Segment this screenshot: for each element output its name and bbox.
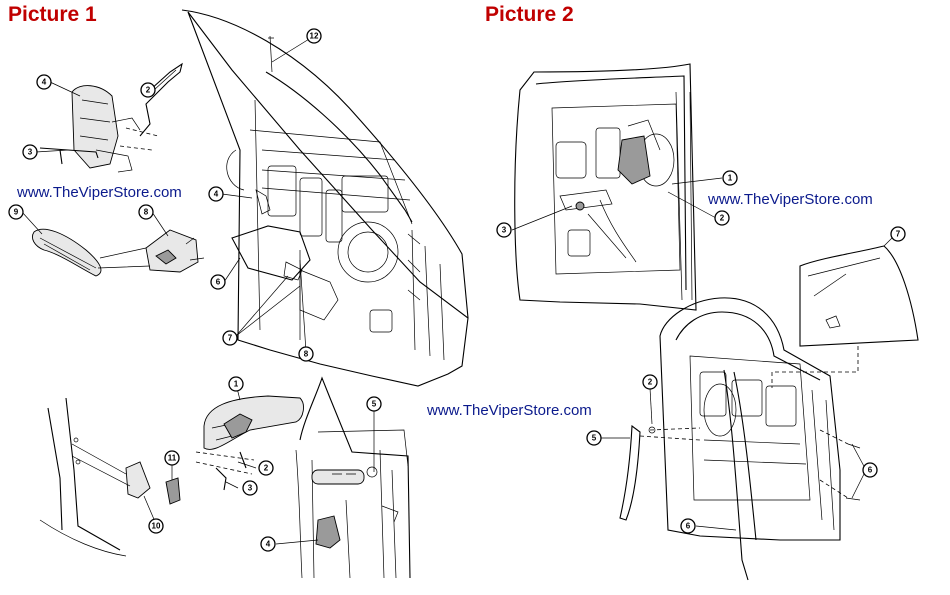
- door-frame-drawing: [619, 297, 861, 581]
- callout-label: 9: [14, 208, 19, 217]
- callout-4-latch: 4: [36, 74, 52, 90]
- callout-9: 9: [8, 204, 24, 220]
- callout-8-handle: 8: [138, 204, 154, 220]
- callout-label: 1: [234, 380, 239, 389]
- callout-label: 2: [648, 378, 653, 387]
- callout-label: 5: [372, 400, 377, 409]
- watermark-picture-2-top: www.TheViperStore.com: [708, 191, 873, 208]
- callout-1-regulator: 1: [722, 170, 738, 186]
- callout-4-exterior: 4: [260, 536, 276, 552]
- callout-3-regulator: 3: [496, 222, 512, 238]
- callout-label: 4: [214, 190, 219, 199]
- callout-6: 6: [210, 274, 226, 290]
- callout-3-exterior: 3: [242, 480, 258, 496]
- exterior-handle-drawing: [195, 395, 304, 491]
- callout-7: 7: [222, 330, 238, 346]
- callout-label: 6: [686, 522, 691, 531]
- callout-label: 12: [310, 32, 319, 41]
- callout-6-glass-right: 6: [862, 462, 878, 478]
- rear-door-drawing: [295, 376, 411, 579]
- callout-8-door: 8: [298, 346, 314, 362]
- callout-2-latch: 2: [140, 82, 156, 98]
- callout-7-glass: 7: [890, 226, 906, 242]
- callout-label: 6: [216, 278, 221, 287]
- callout-label: 8: [304, 350, 309, 359]
- callout-label: 7: [228, 334, 233, 343]
- striker-drawing: [39, 397, 181, 557]
- callout-label: 1: [728, 174, 733, 183]
- callout-label: 3: [248, 484, 253, 493]
- callout-label: 6: [868, 466, 873, 475]
- callout-label: 11: [168, 454, 177, 463]
- inside-handle-drawing: [32, 228, 205, 277]
- callout-label: 7: [896, 230, 901, 239]
- door-latch-assembly-drawing: [39, 62, 183, 173]
- door-glass-drawing: [771, 245, 919, 388]
- callout-label: 2: [720, 214, 725, 223]
- callout-2-regulator: 2: [714, 210, 730, 226]
- callout-3-latch: 3: [22, 144, 38, 160]
- callout-label: 3: [28, 148, 33, 157]
- callout-label: 4: [42, 78, 47, 87]
- callout-label: 2: [264, 464, 269, 473]
- watermark-picture-1: www.TheViperStore.com: [17, 184, 182, 201]
- callout-label: 3: [502, 226, 507, 235]
- callout-label: 2: [146, 86, 151, 95]
- callout-12: 12: [306, 28, 322, 44]
- callout-6-glass-left: 6: [680, 518, 696, 534]
- watermark-picture-2-bottom: www.TheViperStore.com: [427, 402, 592, 419]
- callout-5-glass: 5: [586, 430, 602, 446]
- callout-label: 4: [266, 540, 271, 549]
- callout-label: 5: [592, 434, 597, 443]
- callout-1-exterior: 1: [228, 376, 244, 392]
- front-door-panel-drawing: [181, 9, 469, 387]
- callout-label: 10: [152, 522, 161, 531]
- callout-11: 11: [164, 450, 180, 466]
- callout-label: 8: [144, 208, 149, 217]
- callout-leaders: [21, 35, 895, 545]
- callout-4-door: 4: [208, 186, 224, 202]
- window-regulator-door-drawing: [514, 63, 697, 311]
- callout-2-glass: 2: [642, 374, 658, 390]
- picture-1-title: Picture 1: [8, 3, 97, 26]
- callout-5-exterior: 5: [366, 396, 382, 412]
- callout-2-exterior: 2: [258, 460, 274, 476]
- callout-10: 10: [148, 518, 164, 534]
- picture-2-title: Picture 2: [485, 3, 574, 26]
